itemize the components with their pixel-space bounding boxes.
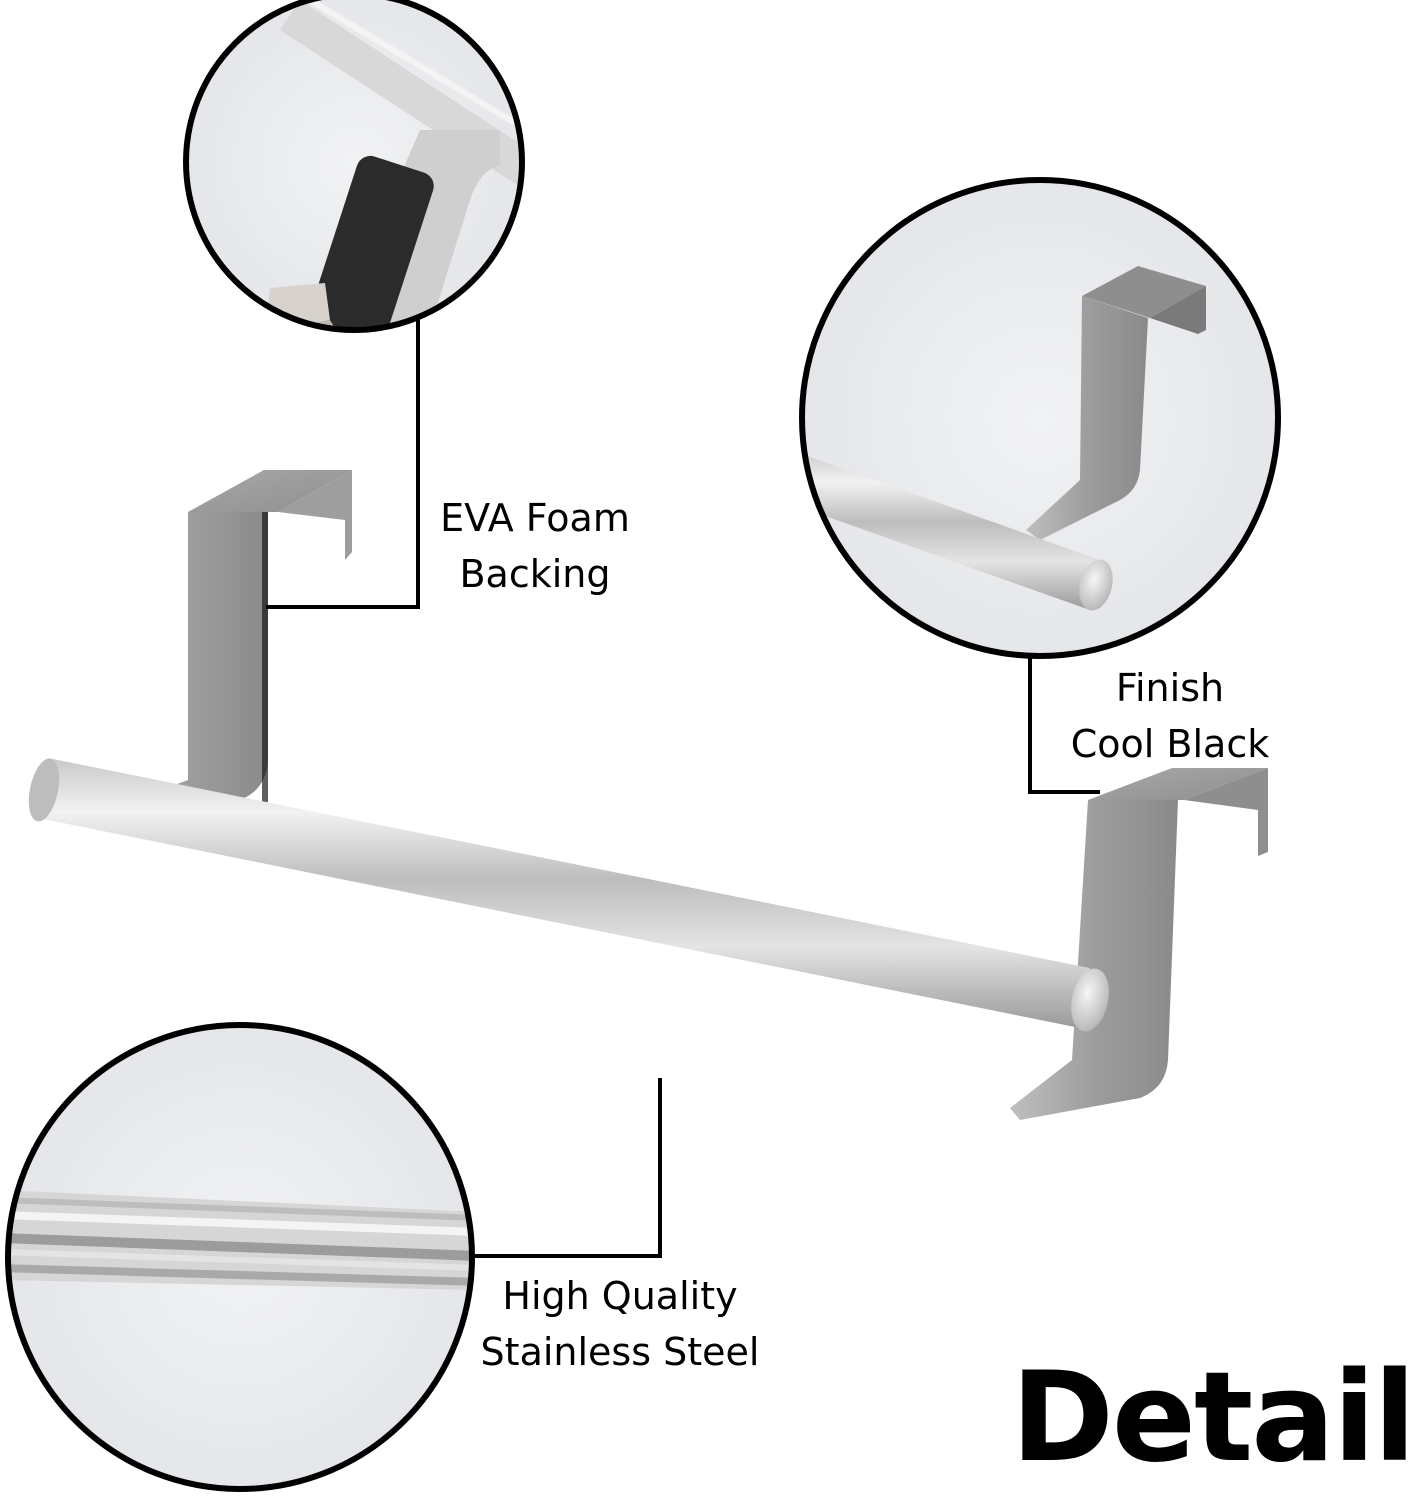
callout-label-material: High Quality Stainless Steel (470, 1268, 770, 1380)
left-hook (112, 470, 352, 820)
detail-circle-finish (799, 177, 1281, 659)
callout-label-material-line1: High Quality (502, 1274, 738, 1318)
callout-label-material-line2: Stainless Steel (480, 1330, 760, 1374)
callout-label-foam: EVA Foam Backing (430, 490, 640, 602)
callout-label-finish-line2: Cool Black (1070, 722, 1270, 766)
callout-label-foam-line2: Backing (459, 552, 611, 596)
callout-line-finish (1028, 640, 1100, 794)
detail-circle-material (5, 1022, 475, 1492)
callout-label-finish-line1: Finish (1115, 666, 1225, 710)
page-title: Detail (1011, 1346, 1416, 1490)
callout-line-material (470, 1078, 662, 1258)
right-hook (1010, 768, 1268, 1120)
callout-line-foam (266, 290, 420, 609)
towel-bar (28, 758, 1109, 1032)
callout-label-finish: Finish Cool Black (1060, 660, 1280, 772)
detail-circle-foam (183, 0, 525, 333)
callout-label-foam-line1: EVA Foam (440, 496, 630, 540)
